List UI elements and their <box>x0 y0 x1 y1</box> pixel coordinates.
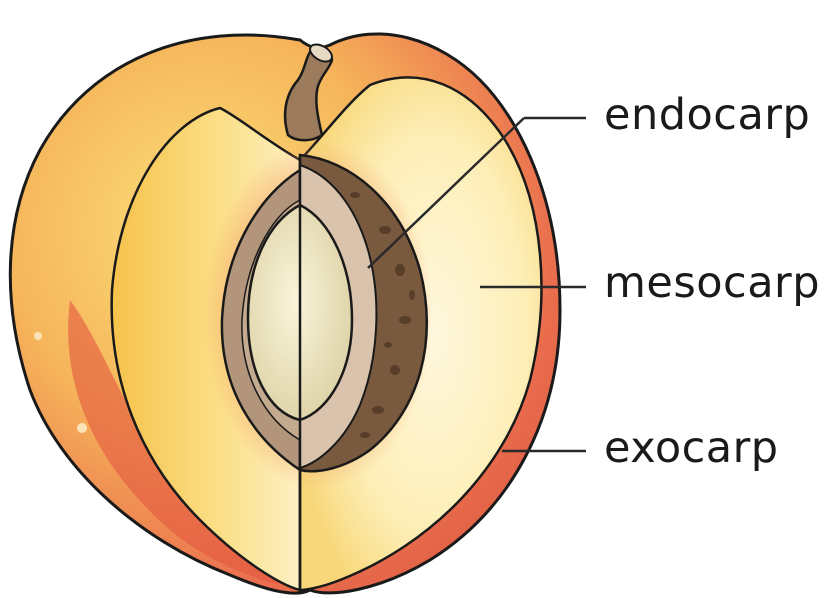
endocarp-label: endocarp <box>604 94 810 137</box>
mesocarp-label: mesocarp <box>604 262 820 305</box>
exocarp-label: exocarp <box>604 427 779 470</box>
